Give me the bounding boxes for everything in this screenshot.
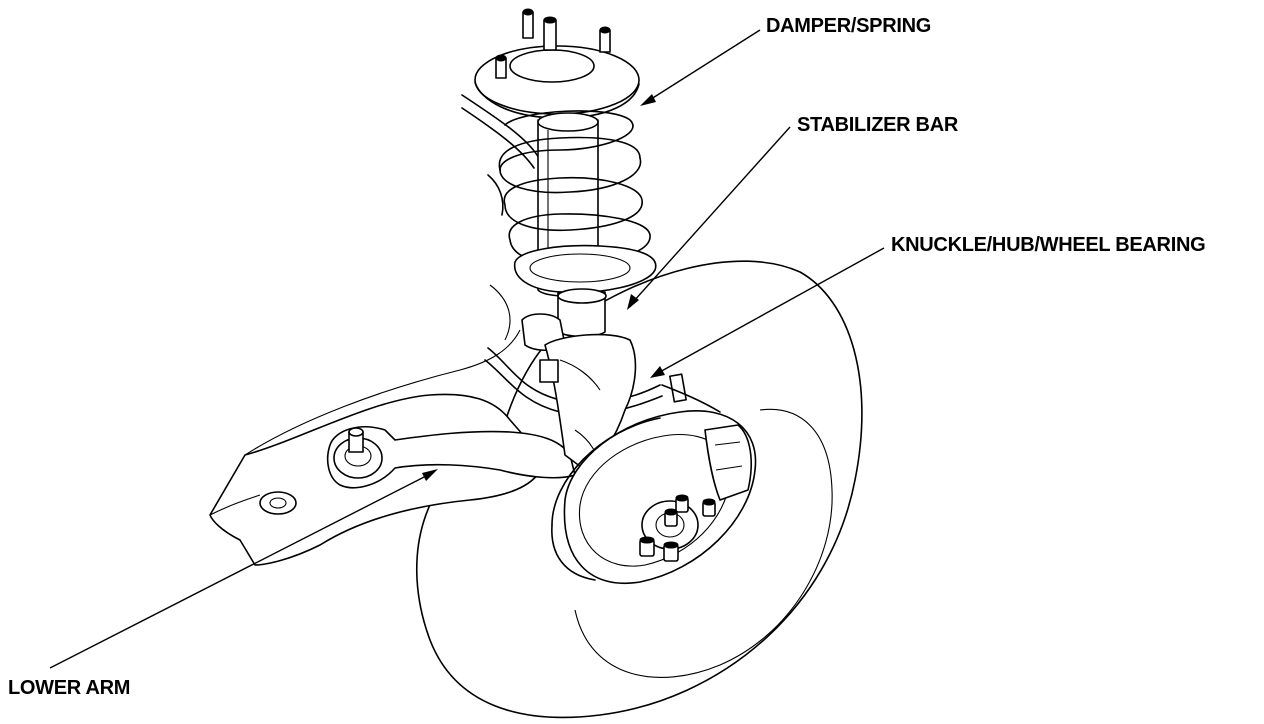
knuckle-hub-assembly	[521, 313, 757, 584]
knuckle-hub-bearing-label: KNUCKLE/HUB/WHEEL BEARING	[891, 234, 1206, 256]
stabilizer-bar-label: STABILIZER BAR	[797, 114, 958, 136]
damper-spring-assembly	[474, 8, 657, 338]
lower-arm-label: LOWER ARM	[8, 677, 131, 699]
leader-lines	[49, 29, 885, 669]
lower-arm	[326, 426, 576, 489]
lug-nuts	[639, 494, 716, 562]
damper-spring-label: DAMPER/SPRING	[766, 15, 932, 37]
